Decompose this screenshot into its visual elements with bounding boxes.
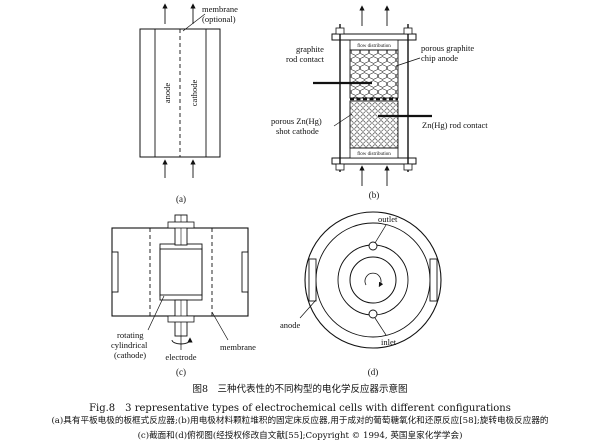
outlet-leader <box>374 224 387 244</box>
panel-a-plate-frame-cell: membrane (optional) anode cathode (a) <box>139 3 238 204</box>
zn-hg-shot-cathode-bed <box>349 100 399 149</box>
panel-d-rotating-cylinder-top-view: outlet anode inlet (d) <box>280 211 442 377</box>
membrane-label: membrane <box>202 4 238 14</box>
panel-b-fixed-bed-cell: flow distribution flow distribution grap… <box>271 5 488 200</box>
anode-pocket-left <box>111 251 119 293</box>
anode-segment-left <box>308 258 317 302</box>
sub-label-a: (a) <box>176 194 186 204</box>
shot-cathode-label-1: porous Zn(Hg) <box>271 116 322 126</box>
nut <box>403 27 413 35</box>
membrane-optional-label: (optional) <box>202 14 236 24</box>
bottom-flange-plate <box>331 157 417 165</box>
cylinder-bottom-disc <box>159 294 203 301</box>
rotating-cylinder-circle <box>349 256 397 304</box>
anode-label: anode <box>162 83 172 104</box>
top-flange-plate <box>331 33 417 41</box>
top-seal <box>167 221 195 229</box>
flow-distribution-bottom-label: flow distribution <box>357 152 391 157</box>
shot-cathode-leader <box>333 113 353 127</box>
anode-segment-right <box>429 258 438 302</box>
outer-ring-inner <box>315 222 431 338</box>
membrane-circle <box>337 244 409 316</box>
rotating-label-2: cylindrical <box>111 340 148 350</box>
caption-chinese-line-1: (a)具有平板电极的板框式反应器;(b)用电极材料颗粒堆积的固定床反应器,用于成… <box>51 416 549 426</box>
porous-anode-leader <box>395 57 421 67</box>
sub-label-d: (d) <box>368 367 379 377</box>
membrane-c-leader <box>211 311 229 341</box>
inlet-port <box>368 309 378 319</box>
rotating-label-1: rotating <box>117 330 144 340</box>
porous-anode-label-1: porous graphite <box>421 43 474 53</box>
rotating-cylinder-cathode <box>159 247 203 297</box>
anode-d-label: anode <box>280 320 301 330</box>
cathode-label: cathode <box>189 80 199 107</box>
graphite-rod-label-1: graphite <box>296 44 324 54</box>
nut <box>335 27 345 35</box>
zn-hg-rod-label: Zn(Hg) rod contact <box>422 120 488 130</box>
anode-d-leader <box>299 299 317 319</box>
nut <box>335 163 345 171</box>
graphite-rod-label-2: rod contact <box>286 54 325 64</box>
flow-distribution-top-label: flow distribution <box>357 44 391 49</box>
sub-label-b: (b) <box>369 190 380 200</box>
outlet-label: outlet <box>378 214 398 224</box>
caption-chinese-title: 图8 三种代表性的不同构型的电化学反应器示意图 <box>192 384 408 395</box>
outlet-port <box>368 241 378 251</box>
sub-label-c: (c) <box>176 367 186 377</box>
outer-ring-outer <box>304 211 442 349</box>
porous-anode-label-2: chip anode <box>421 53 458 63</box>
graphite-chip-anode-bed <box>349 49 399 99</box>
inlet-label: inlet <box>381 337 397 347</box>
rotation-arrow-top-view <box>364 272 384 288</box>
caption-chinese-line-2: (c)截面和(d)俯视图(经授权修改自文献[55];Copyright © 19… <box>137 431 463 441</box>
rotating-cylinder-leader <box>147 295 165 331</box>
inlet-leader <box>374 317 387 336</box>
membrane-c-label: membrane <box>220 342 256 352</box>
panel-c-rotating-cylinder-section: rotating cylindrical (cathode) electrode… <box>111 214 256 377</box>
rotating-label-3: (cathode) <box>114 350 146 360</box>
caption-english-title: Fig.8 3 representative types of electroc… <box>89 403 511 414</box>
nut <box>403 163 413 171</box>
anode-pocket-right <box>241 251 249 293</box>
shot-cathode-label-2: shot cathode <box>276 126 319 136</box>
electrode-label: electrode <box>165 352 196 362</box>
bottom-seal <box>167 315 195 323</box>
membrane-leader-line <box>182 13 206 32</box>
